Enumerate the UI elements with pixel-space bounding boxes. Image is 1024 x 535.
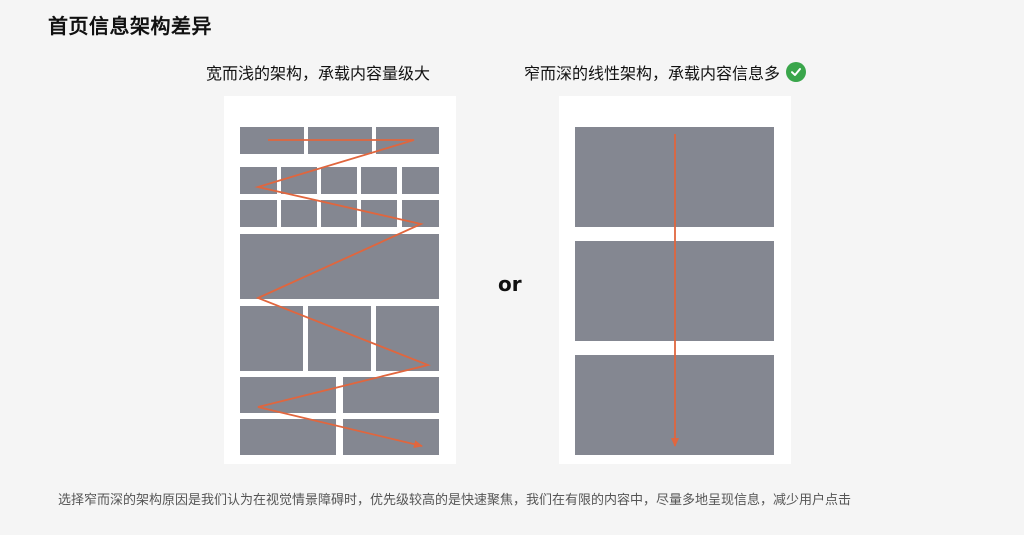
check-circle-icon: [786, 62, 807, 82]
right-caption-row: 窄而深的线性架构，承载内容信息多: [524, 60, 807, 84]
linear-reading-path: [671, 134, 679, 447]
block: [281, 200, 317, 227]
block: [240, 234, 439, 299]
wide-shallow-diagram: [224, 96, 456, 464]
footer-note: 选择窄而深的架构原因是我们认为在视觉情景障碍时，优先级较高的是快速聚焦，我们在有…: [58, 493, 852, 508]
block: [240, 377, 336, 413]
block: [376, 306, 439, 371]
block: [343, 419, 439, 455]
page-title: 首页信息架构差异: [48, 14, 212, 38]
block: [402, 200, 439, 227]
zigzag-reading-path: [254, 139, 431, 449]
right-caption: 窄而深的线性架构，承载内容信息多: [524, 64, 781, 83]
or-separator: or: [498, 272, 522, 296]
block: [240, 200, 277, 227]
block: [321, 167, 357, 194]
block: [240, 419, 336, 455]
block: [361, 167, 397, 194]
block: [361, 200, 397, 227]
block: [343, 377, 439, 413]
narrow-deep-diagram: [559, 96, 791, 464]
left-caption: 宽而浅的架构，承载内容量级大: [206, 64, 431, 83]
block: [240, 306, 303, 371]
block: [402, 167, 439, 194]
